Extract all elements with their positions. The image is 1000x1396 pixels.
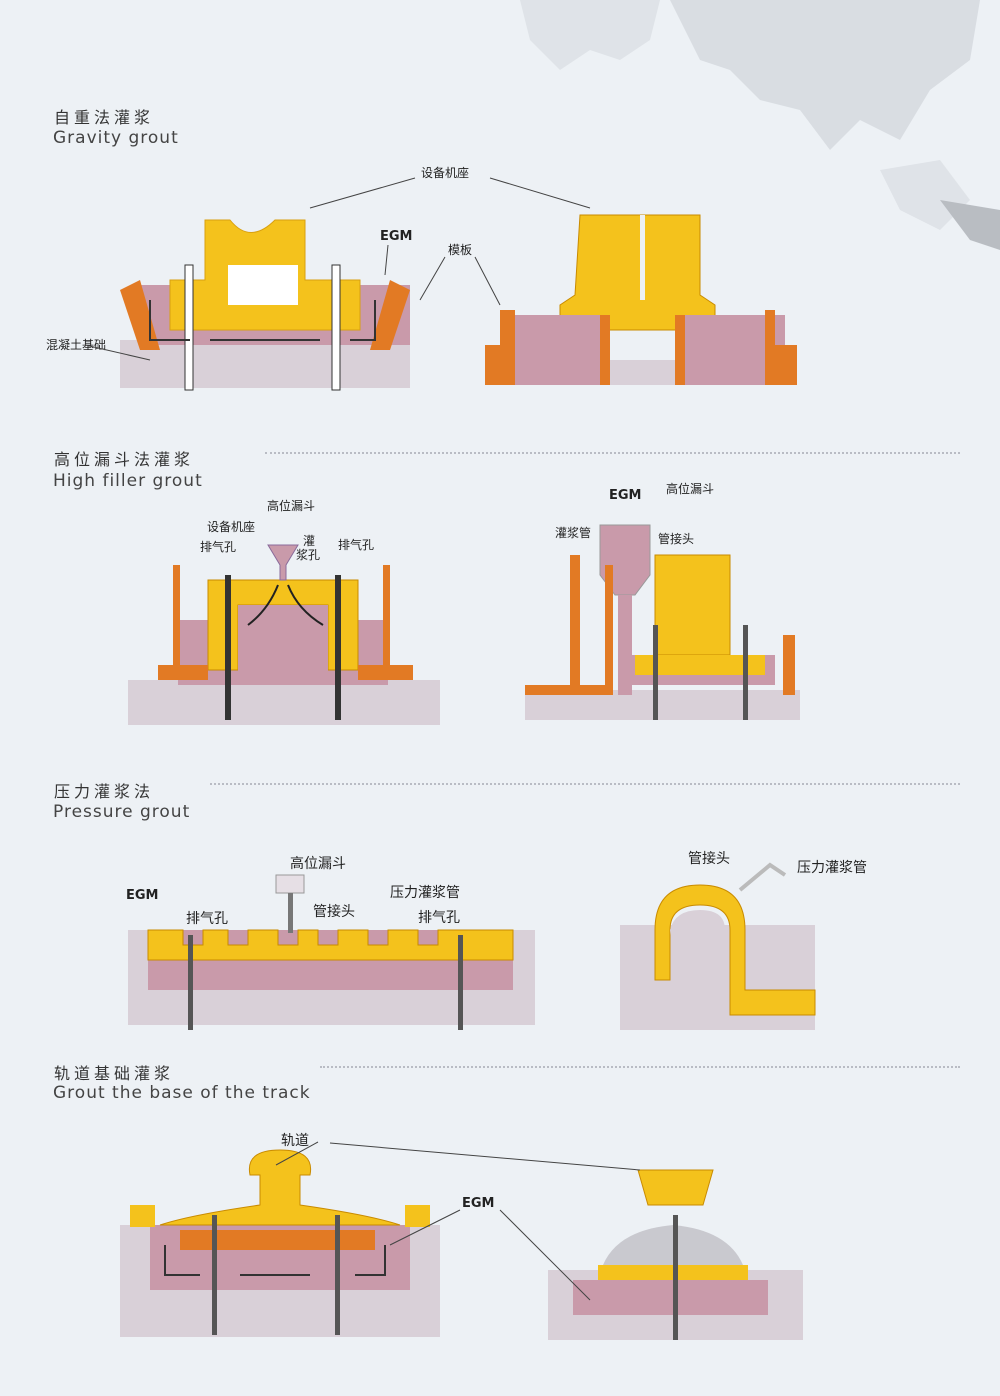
- label-pressure-pipe: 压力灌浆管: [390, 885, 460, 901]
- section-title-en: Grout the base of the track: [53, 1083, 311, 1103]
- label-vent: 排气孔: [338, 538, 375, 552]
- label-pressure-pipe: 压力灌浆管: [797, 860, 867, 876]
- section-title-cn: 轨道基础灌浆: [54, 1064, 175, 1083]
- label-vent: 排气孔: [418, 910, 460, 926]
- formwork: [120, 280, 410, 350]
- label-grout-pipe: 灌浆管: [555, 526, 592, 540]
- flow-arrow: [149, 300, 376, 341]
- divider: [320, 1066, 960, 1068]
- divider: [210, 783, 960, 785]
- section-title-en: High filler grout: [53, 471, 203, 491]
- high-filler-diagram-left: [128, 544, 440, 725]
- label-high-funnel: 高位漏斗: [267, 499, 316, 513]
- label-high-funnel: 高位漏斗: [290, 856, 346, 872]
- rail: [637, 1169, 714, 1206]
- label-egm: EGM: [126, 888, 159, 903]
- label-equipment-base: 设备机座: [207, 520, 256, 534]
- label-egm: EGM: [380, 229, 413, 244]
- label-grout-hole: 灌: [303, 534, 316, 548]
- gravity-grout-diagram-left: [120, 219, 410, 391]
- funnel: [267, 544, 299, 581]
- high-filler-diagram-right: [525, 524, 800, 720]
- label-equipment-base: 设备机座: [421, 166, 470, 180]
- section-title-en: Gravity grout: [53, 128, 179, 148]
- pressure-grout-diagram-left: [128, 874, 535, 1030]
- section-title-cn: 压力灌浆法: [54, 782, 155, 801]
- concrete-foundation: [120, 340, 410, 388]
- label-egm: EGM: [462, 1196, 495, 1211]
- label-formwork: 模板: [448, 243, 473, 257]
- label-high-funnel: 高位漏斗: [666, 482, 715, 496]
- label-pipe-joint: 管接头: [688, 851, 730, 867]
- formwork: [485, 310, 797, 385]
- label-pipe-joint: 管接头: [658, 532, 695, 546]
- label-pipe-joint: 管接头: [313, 904, 355, 920]
- label-vent: 排气孔: [186, 911, 228, 927]
- gravity-grout-diagram-right: [485, 214, 797, 385]
- label-grout-hole: 浆孔: [296, 548, 321, 562]
- base-window: [228, 265, 298, 305]
- label-concrete-foundation: 混凝土基础: [46, 338, 107, 352]
- pressure-grout-diagram-right: [620, 862, 816, 1030]
- divider: [265, 452, 960, 454]
- rail: [159, 1149, 401, 1226]
- track-grout-diagram-left: [120, 1149, 440, 1337]
- section-title-cn: 自重法灌浆: [54, 108, 155, 127]
- track-grout-diagram-right: [548, 1169, 803, 1340]
- world-map-watermark: [520, 0, 1000, 250]
- section-title-en: Pressure grout: [53, 802, 191, 822]
- leader-lines: [84, 177, 591, 361]
- label-egm: EGM: [609, 488, 642, 503]
- label-vent: 排气孔: [200, 540, 237, 554]
- label-track: 轨道: [281, 1133, 309, 1149]
- section-title-cn: 高位漏斗法灌浆: [54, 450, 195, 469]
